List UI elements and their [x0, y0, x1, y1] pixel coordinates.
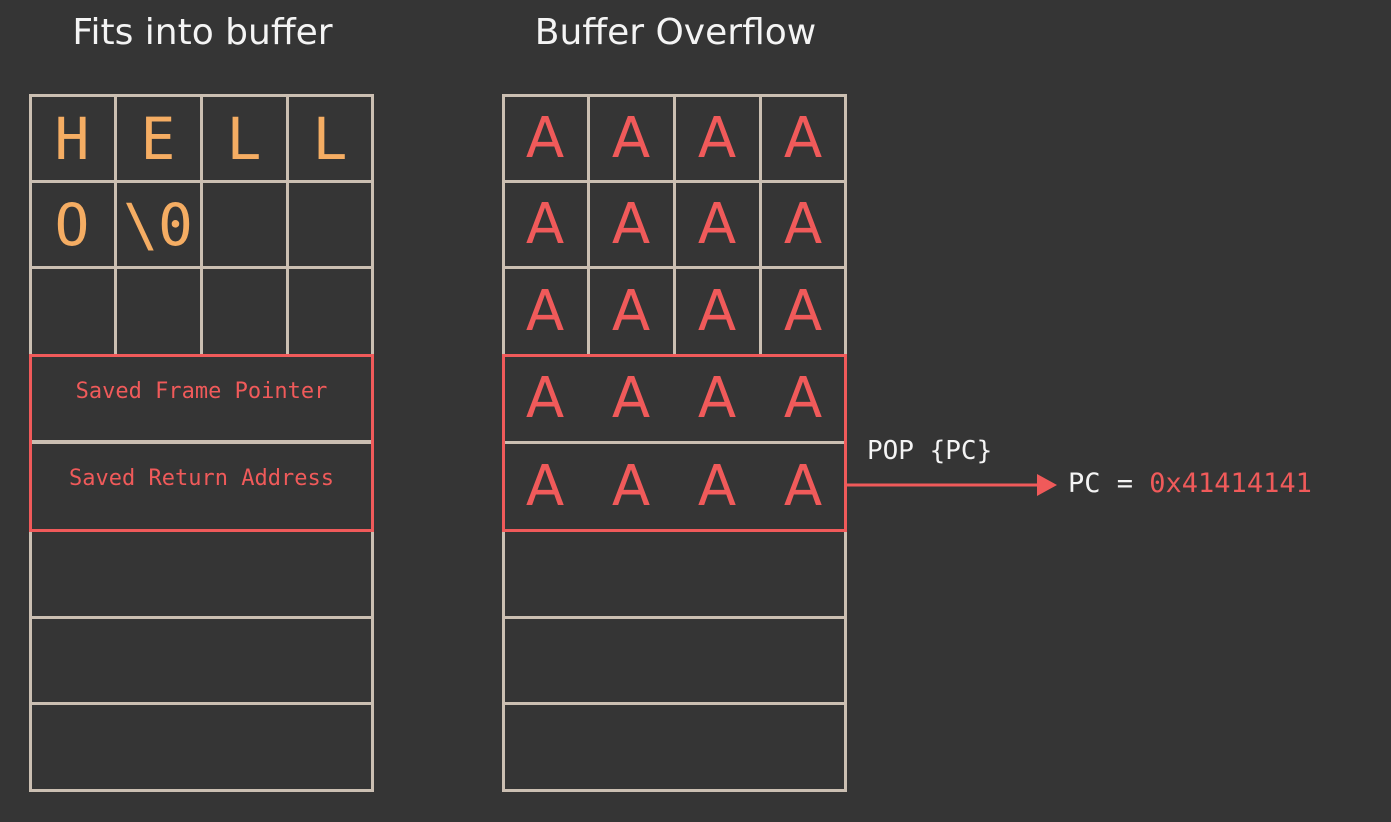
saved-registers-box: [29, 354, 374, 532]
grid-line: [587, 94, 590, 356]
grid-line: [29, 616, 374, 619]
grid-line: [502, 702, 847, 705]
grid-line: [759, 94, 762, 356]
right-row-4: A A A A: [502, 357, 847, 441]
buffer-char: L: [226, 105, 262, 173]
left-diagram-title: Fits into buffer: [72, 12, 333, 53]
overflow-char: A: [525, 453, 565, 519]
grid-line: [502, 616, 847, 619]
overwritten-saved-registers-box: [502, 354, 847, 532]
buffer-char: L: [312, 105, 348, 173]
overflow-char: A: [783, 453, 823, 519]
grid-line: [114, 94, 117, 356]
left-row-1: H E L L: [29, 97, 374, 181]
saved-return-address-label: Saved Return Address: [69, 466, 334, 491]
right-row-2: A A A A: [502, 183, 847, 267]
arrow-right-icon: [847, 474, 1057, 496]
pc-prefix: PC =: [1068, 468, 1150, 499]
pc-address-value: 0x41414141: [1149, 468, 1312, 499]
overflow-char: A: [697, 106, 737, 171]
overflow-char: A: [611, 453, 651, 519]
overflow-char: A: [611, 106, 651, 171]
overflow-char: A: [783, 279, 823, 344]
buffer-char: O: [54, 191, 90, 259]
grid-line: [505, 441, 844, 444]
left-stack: H E L L O \0 Saved Frame Pointer Saved R…: [29, 94, 374, 792]
right-diagram-title: Buffer Overflow: [534, 12, 817, 53]
overflow-char: A: [697, 279, 737, 344]
overflow-char: A: [783, 366, 823, 431]
buffer-char: E: [140, 105, 176, 173]
right-row-5: A A A A: [502, 444, 847, 529]
right-row-1: A A A A: [502, 97, 847, 181]
overflow-char: A: [611, 279, 651, 344]
overflow-char: A: [697, 192, 737, 257]
buffer-char: H: [54, 105, 90, 173]
overflow-char: A: [525, 192, 565, 257]
right-stack: A A A A A A A A A A A A A A A A A A A A: [502, 94, 847, 792]
grid-line: [286, 94, 289, 356]
overflow-char: A: [611, 192, 651, 257]
grid-line: [673, 94, 676, 356]
grid-line: [29, 702, 374, 705]
saved-frame-pointer-label: Saved Frame Pointer: [75, 379, 328, 404]
overflow-char: A: [525, 366, 565, 431]
null-terminator: \0: [123, 191, 193, 259]
grid-line: [32, 441, 371, 444]
left-row-2: O \0: [29, 183, 374, 267]
overflow-char: A: [611, 366, 651, 431]
pop-pc-label: POP {PC}: [867, 436, 993, 466]
grid-line: [200, 94, 203, 356]
overflow-char: A: [783, 192, 823, 257]
overflow-char: A: [783, 106, 823, 171]
overflow-char: A: [525, 279, 565, 344]
right-row-3: A A A A: [502, 269, 847, 355]
overflow-char: A: [525, 106, 565, 171]
pc-register-value: PC = 0x41414141: [1068, 468, 1312, 499]
overflow-char: A: [697, 453, 737, 519]
overflow-char: A: [697, 366, 737, 431]
